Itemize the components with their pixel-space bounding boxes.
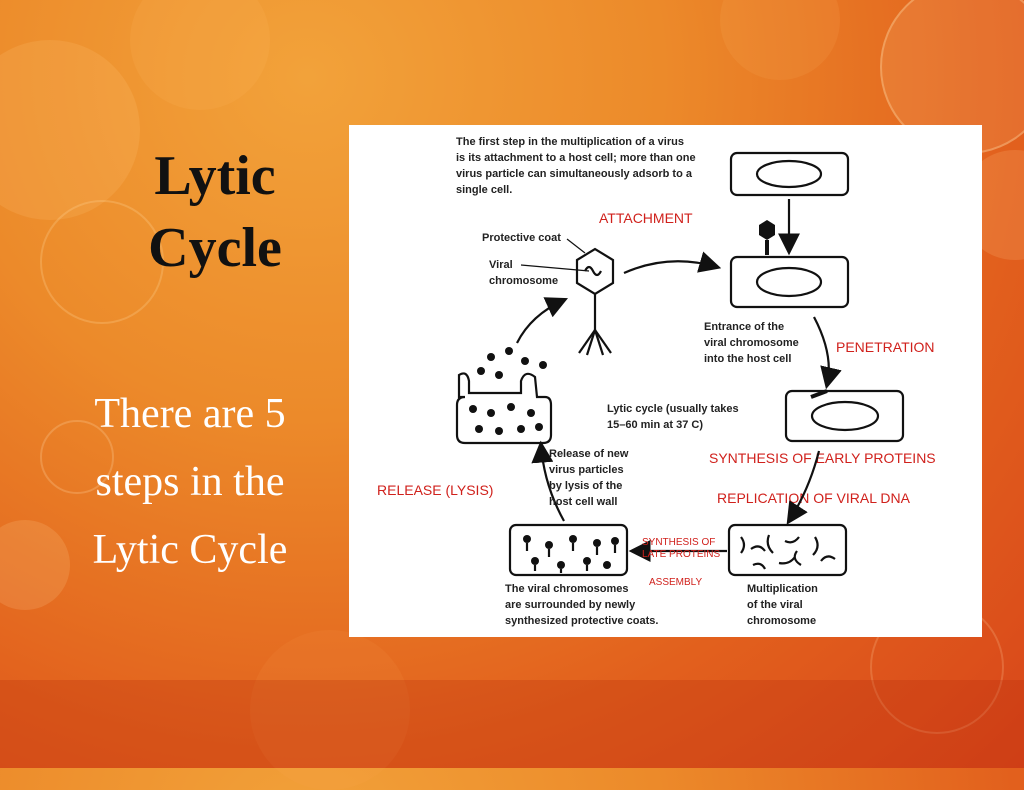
step-synthesis-early-label: SYNTHESIS OF EARLY PROTEINS bbox=[709, 450, 936, 466]
arrow-to-cell bbox=[623, 251, 722, 275]
title-line: Cycle bbox=[148, 217, 282, 279]
attached-phage bbox=[759, 220, 775, 255]
lytic-cycle-note: Lytic cycle (usually takes 15–60 min at … bbox=[607, 403, 742, 431]
label-viral-chromosome: Viral chromosome bbox=[489, 259, 558, 287]
slide-title: Lytic Cycle bbox=[110, 140, 320, 284]
diagram-canvas: The first step in the multiplication of … bbox=[377, 136, 936, 627]
label-protective-coat: Protective coat bbox=[482, 232, 561, 244]
bokeh-circle bbox=[130, 0, 270, 110]
background-band bbox=[0, 680, 1024, 768]
body-line: There are 5 bbox=[94, 391, 286, 437]
release-note: Release of new virus particles by lysis … bbox=[549, 448, 632, 508]
arrow-up bbox=[531, 440, 565, 522]
bacteriophage bbox=[575, 247, 615, 356]
step-assembly-label: ASSEMBLY bbox=[649, 577, 702, 588]
body-line: steps in the bbox=[95, 459, 285, 505]
entrance-note: Entrance of the viral chromosome into th… bbox=[704, 321, 802, 365]
host-cell-penetration bbox=[784, 389, 905, 443]
step-synthesis-late-label: SYNTHESIS OF LATE PROTEINS bbox=[642, 537, 720, 560]
host-cell-attachment bbox=[729, 255, 850, 309]
step-attachment-label: ATTACHMENT bbox=[599, 210, 693, 226]
title-line: Lytic bbox=[154, 145, 276, 207]
bokeh-circle bbox=[720, 0, 840, 80]
arrow-to-phage bbox=[516, 297, 569, 344]
slide-body-text: There are 5 steps in the Lytic Cycle bbox=[40, 380, 340, 584]
intro-text: The first step in the multiplication of … bbox=[456, 136, 699, 196]
step-release-label: RELEASE (LYSIS) bbox=[377, 482, 493, 498]
host-cell-lysis bbox=[455, 347, 553, 445]
lytic-cycle-diagram: The first step in the multiplication of … bbox=[349, 125, 982, 637]
arrow-penetration bbox=[813, 316, 842, 390]
step-replication-label: REPLICATION OF VIRAL DNA bbox=[717, 490, 911, 506]
host-cell-replication bbox=[727, 523, 848, 577]
leader-line bbox=[566, 238, 586, 254]
surrounded-note: The viral chromosomes are surrounded by … bbox=[505, 583, 658, 627]
multiplication-note: Multiplication of the viral chromosome bbox=[747, 583, 821, 627]
host-cell-initial bbox=[729, 151, 850, 197]
body-line: Lytic Cycle bbox=[92, 527, 288, 573]
step-penetration-label: PENETRATION bbox=[836, 339, 935, 355]
arrow-replication bbox=[786, 450, 821, 525]
host-cell-assembly bbox=[508, 523, 629, 577]
leader-line bbox=[520, 264, 590, 272]
